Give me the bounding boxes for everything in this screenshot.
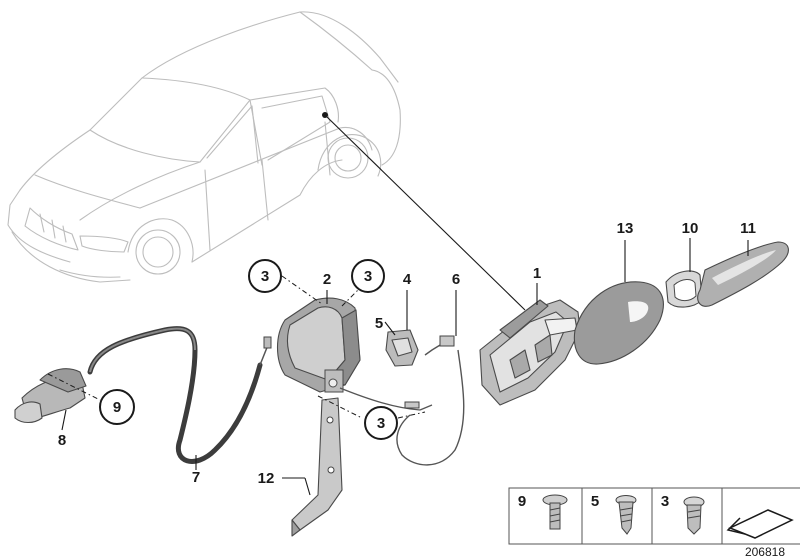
- part-1-handle-carrier: [479, 283, 581, 406]
- callout-4: 4: [403, 271, 412, 288]
- door-leader-line: [324, 114, 526, 311]
- legend-screw-9: 9: [518, 493, 568, 530]
- svg-text:11: 11: [740, 220, 756, 237]
- drawing-reference-number: 206818: [745, 545, 785, 559]
- part-2-door-lock: [276, 290, 361, 393]
- callout-10: 10: [682, 220, 699, 237]
- svg-text:3: 3: [261, 268, 269, 285]
- part-13-cover-cap: [573, 240, 664, 365]
- washer-symbol-icon: [726, 509, 794, 539]
- callout-3-circle-a: 3: [248, 259, 282, 293]
- svg-text:5: 5: [375, 315, 383, 332]
- svg-text:3: 3: [377, 415, 385, 432]
- callout-11: 11: [740, 220, 756, 237]
- svg-text:3: 3: [661, 493, 669, 510]
- svg-text:13: 13: [617, 220, 634, 237]
- callout-7: 7: [192, 469, 200, 486]
- part-4-clip: [384, 290, 419, 367]
- callout-3-circle-b: 3: [351, 259, 385, 293]
- svg-text:8: 8: [58, 432, 66, 449]
- callout-13: 13: [617, 220, 634, 237]
- callout-3-circle-c: 3: [364, 406, 398, 440]
- svg-text:10: 10: [682, 220, 699, 237]
- vehicle-outline: [7, 11, 401, 283]
- svg-text:3: 3: [364, 268, 372, 285]
- part-7-bowden-cable: [87, 326, 272, 470]
- part-8-actuator: [14, 368, 87, 431]
- svg-text:7: 7: [192, 469, 200, 486]
- part-6-cable: [396, 290, 465, 466]
- svg-text:9: 9: [113, 399, 121, 416]
- door-location-dot: [322, 112, 328, 118]
- svg-text:9: 9: [518, 493, 526, 510]
- legend-screw-5: 5: [591, 493, 637, 535]
- svg-text:5: 5: [591, 493, 599, 510]
- svg-text:4: 4: [403, 271, 412, 288]
- part-11-door-handle: [697, 240, 789, 307]
- svg-text:2: 2: [323, 271, 331, 288]
- part-12-bracket: [282, 397, 343, 537]
- legend-screw-3: 3: [661, 493, 705, 535]
- screw-legend: 9 5 3: [508, 487, 800, 545]
- callout-9-circle: 9: [99, 389, 135, 425]
- callout-5: 5: [375, 315, 383, 332]
- callout-8: 8: [58, 432, 66, 449]
- callout-12: 12: [258, 470, 275, 487]
- callout-2: 2: [323, 271, 331, 288]
- callout-1: 1: [533, 265, 541, 282]
- part-10-gasket: [665, 238, 703, 308]
- svg-text:1: 1: [533, 265, 541, 282]
- callout-6: 6: [452, 271, 460, 288]
- svg-text:12: 12: [258, 470, 275, 487]
- svg-text:6: 6: [452, 271, 460, 288]
